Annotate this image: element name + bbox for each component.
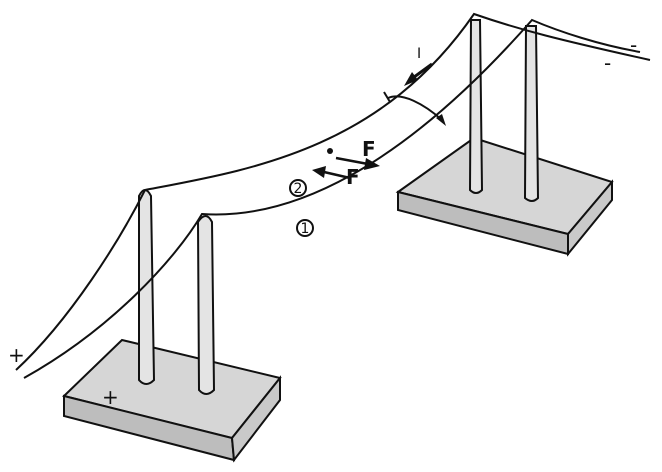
wire-2-circle [289,179,307,197]
wire-1-circle [296,219,314,237]
plus-label-base: + [102,385,119,409]
plus-label-left: + [8,343,25,367]
minus-label-right-1: - [630,33,637,57]
right-base [395,136,614,257]
distance-bracket [383,91,446,126]
left-pole-back [138,189,156,385]
right-pole-front [523,25,540,202]
minus-label-right-2: - [604,51,611,75]
force-arrow-upper [335,156,380,170]
wire-2-label: 2 [294,181,303,197]
left-pole-front [196,215,216,395]
wire-2 [15,12,651,371]
force-arrow-lower [312,166,351,180]
current-arrow [404,62,433,86]
wire-1 [23,18,641,379]
right-pole-back [468,19,484,194]
wire-1-label: 1 [301,221,310,237]
force-label-lower: F [346,165,360,189]
current-label: I [417,46,421,62]
force-label-upper: F [362,137,376,161]
left-base [62,338,282,463]
contact-dot [327,148,333,154]
